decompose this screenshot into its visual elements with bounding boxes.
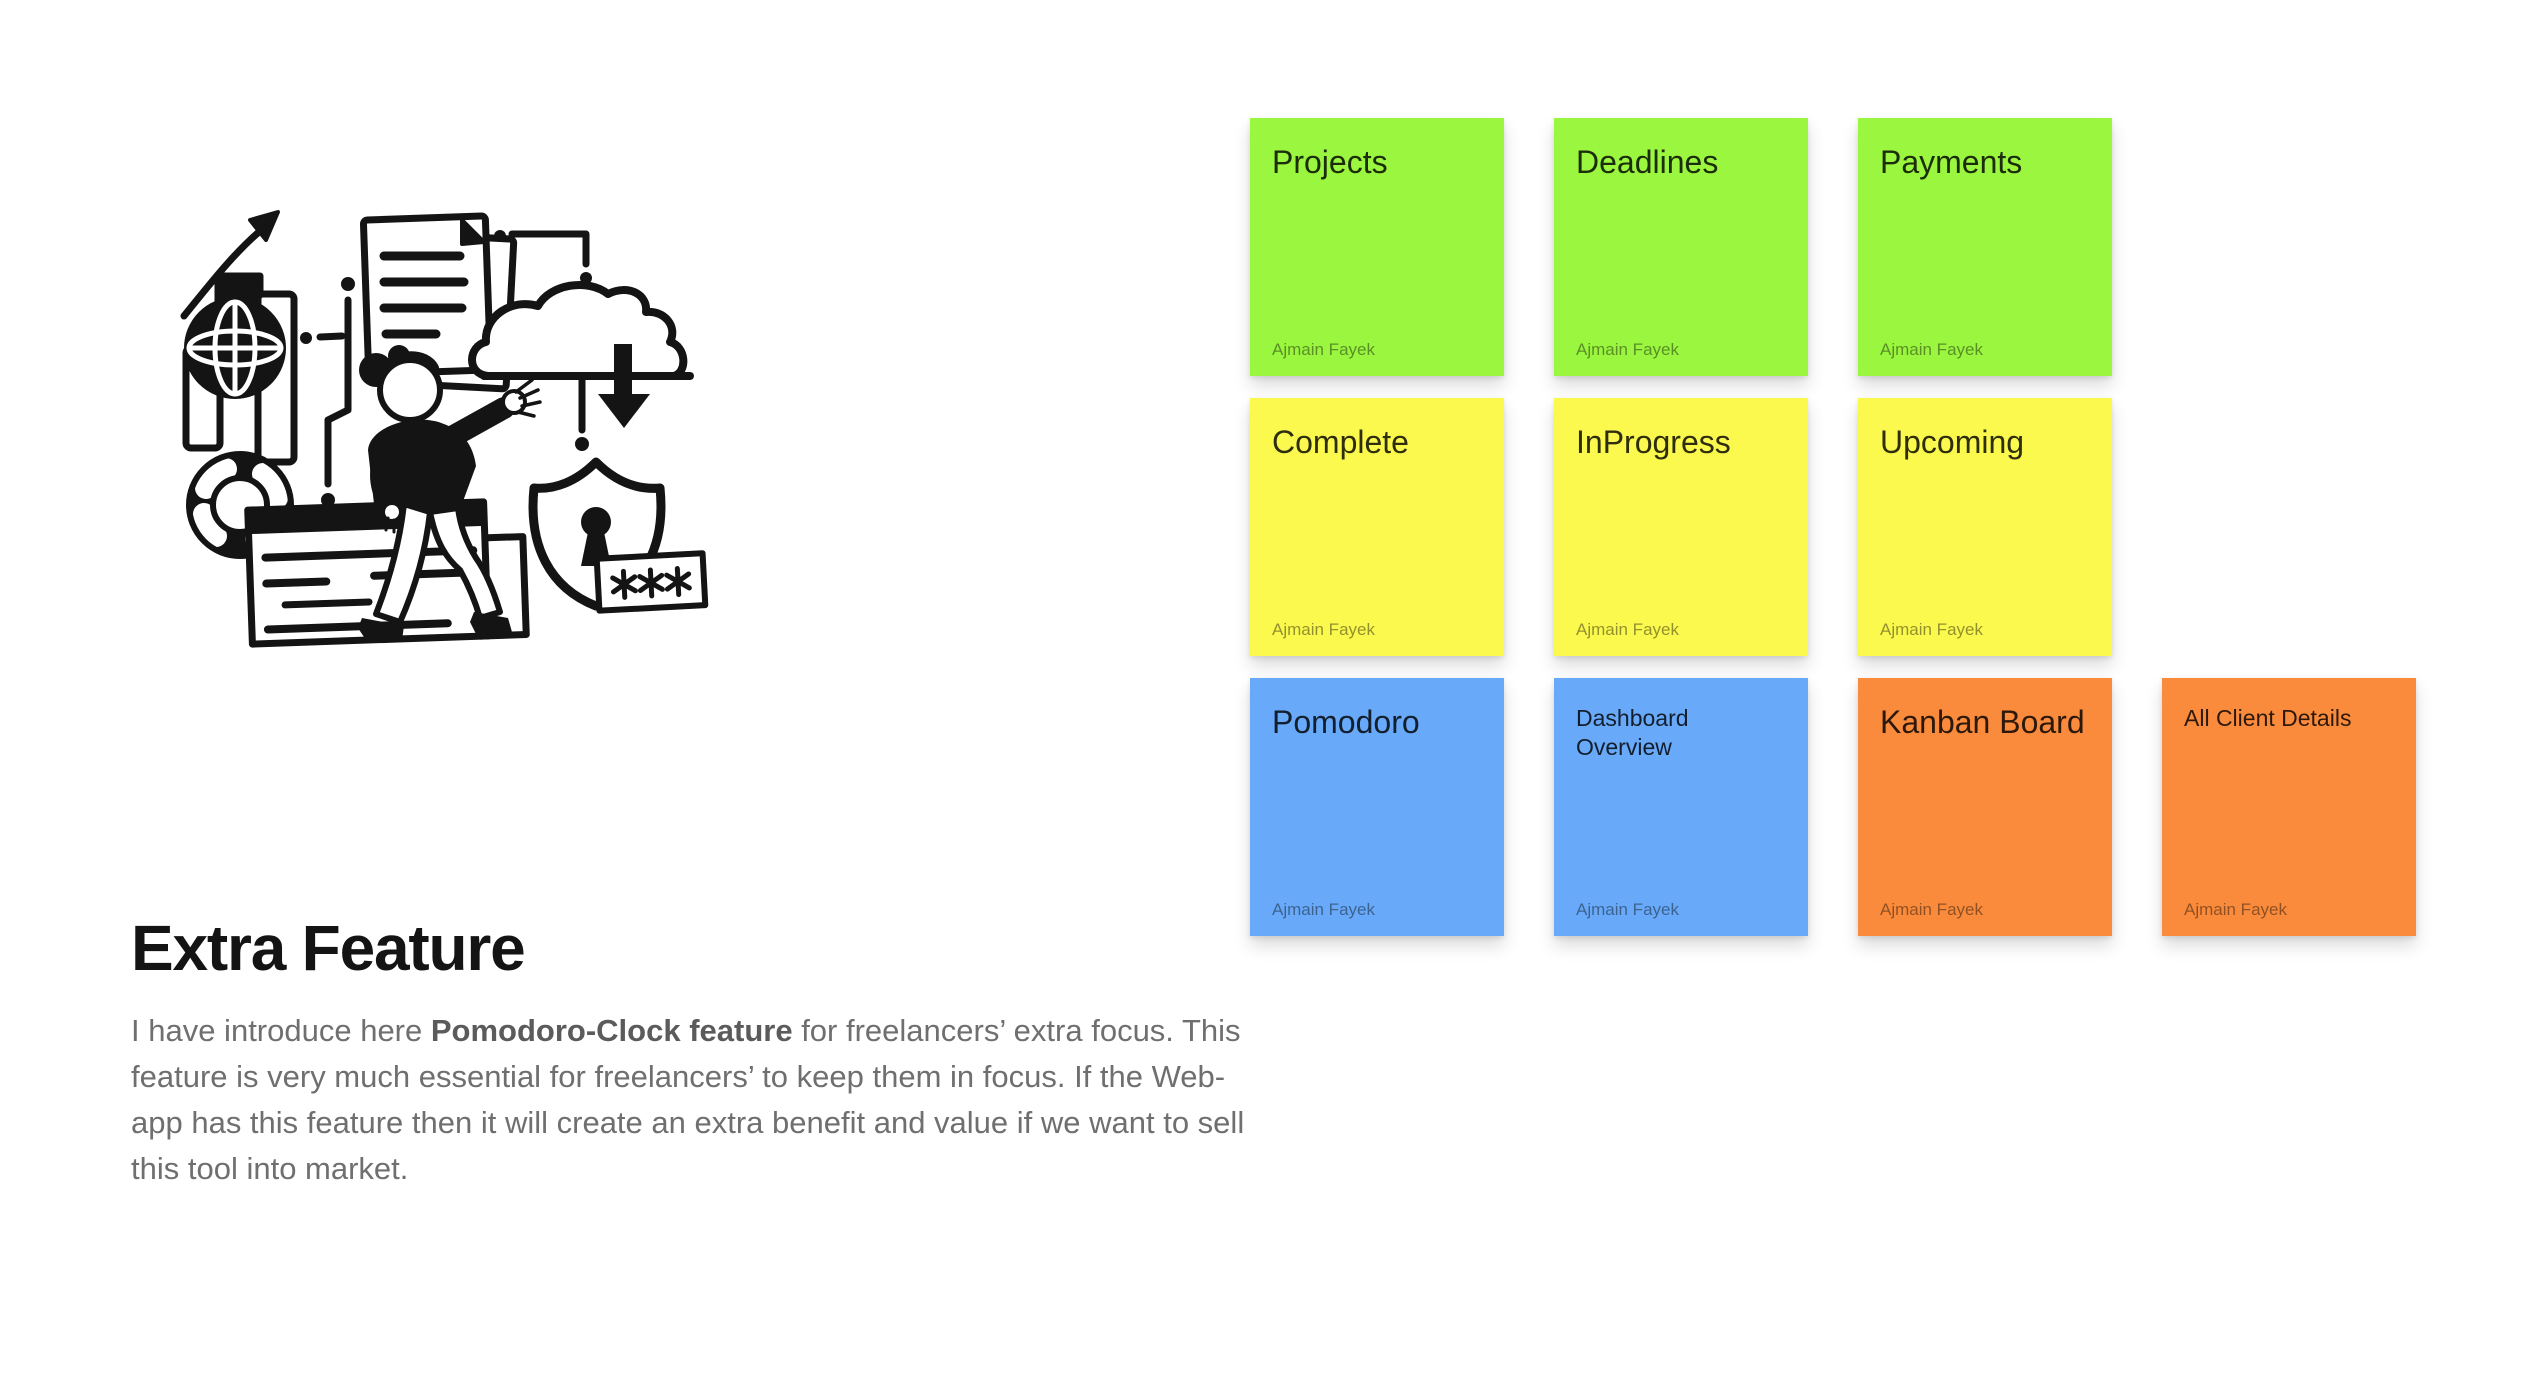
sticky-note-pomodoro[interactable]: Pomodoro Ajmain Fayek [1250,678,1504,936]
globe-icon [184,297,286,399]
sticky-note-author: Ajmain Fayek [1272,900,1375,919]
sticky-note-author: Ajmain Fayek [1576,900,1679,919]
sticky-note-title: Projects [1272,144,1388,180]
sticky-note-deadlines[interactable]: Deadlines Ajmain Fayek [1554,118,1808,376]
workflow-illustration-drawing [180,210,709,648]
connector-to-cloud [494,230,592,284]
sticky-note-author: Ajmain Fayek [1880,620,1983,639]
sticky-note-title: Pomodoro [1272,704,1420,740]
sticky-note-title: All Client Details [2184,705,2352,731]
feature-description[interactable]: I have introduce here Pomodoro-Clock fea… [131,1008,1266,1192]
sticky-note-upcoming[interactable]: Upcoming Ajmain Fayek [1858,398,2112,656]
sticky-note-author: Ajmain Fayek [1272,620,1375,639]
sticky-note-author: Ajmain Fayek [1880,340,1983,359]
sticky-note-kanban-board[interactable]: Kanban Board Ajmain Fayek [1858,678,2112,936]
sticky-note-author: Ajmain Fayek [2184,900,2287,919]
growth-arrow-icon [180,210,280,320]
sticky-note-author: Ajmain Fayek [1272,340,1375,359]
sticky-note-author: Ajmain Fayek [1880,900,1983,919]
sticky-note-dashboard-overview[interactable]: Dashboard Overview Ajmain Fayek [1554,678,1808,936]
sticky-note-title: Payments [1880,144,2023,180]
password-field-icon [593,550,709,614]
workflow-illustration[interactable] [178,198,726,668]
sticky-note-payments[interactable]: Payments Ajmain Fayek [1858,118,2112,376]
sticky-note-title: Kanban Board [1880,704,2085,740]
sticky-note-all-client-details[interactable]: All Client Details Ajmain Fayek [2162,678,2416,936]
feature-title[interactable]: Extra Feature [131,912,526,984]
feature-description-prefix: I have introduce here [131,1012,431,1048]
sticky-note-title: Upcoming [1880,424,2025,460]
sticky-note-projects[interactable]: Projects Ajmain Fayek [1250,118,1504,376]
person-figure [358,345,542,642]
feature-description-suffix: for freelancers’ extra focus. This featu… [131,1012,1245,1186]
sticky-note-author: Ajmain Fayek [1576,340,1679,359]
sticky-note-title: Dashboard Overview [1576,705,1689,760]
sticky-note-title: Deadlines [1576,144,1719,180]
sticky-note-title: Complete [1272,424,1409,460]
sticky-board: Projects Ajmain Fayek Deadlines Ajmain F… [1250,118,2416,936]
connector-left [300,332,346,344]
feature-section: Extra Feature I have introduce here Pomo… [131,912,1291,1192]
sticky-note-inprogress[interactable]: InProgress Ajmain Fayek [1554,398,1808,656]
sticky-note-complete[interactable]: Complete Ajmain Fayek [1250,398,1504,656]
sticky-note-title: InProgress [1576,424,1731,460]
connector-vertical [321,277,355,507]
sticky-note-author: Ajmain Fayek [1576,620,1679,639]
lifebuoy-icon [186,451,294,559]
cloud-download-icon [468,280,694,451]
feature-description-bold: Pomodoro-Clock feature [430,1012,793,1048]
